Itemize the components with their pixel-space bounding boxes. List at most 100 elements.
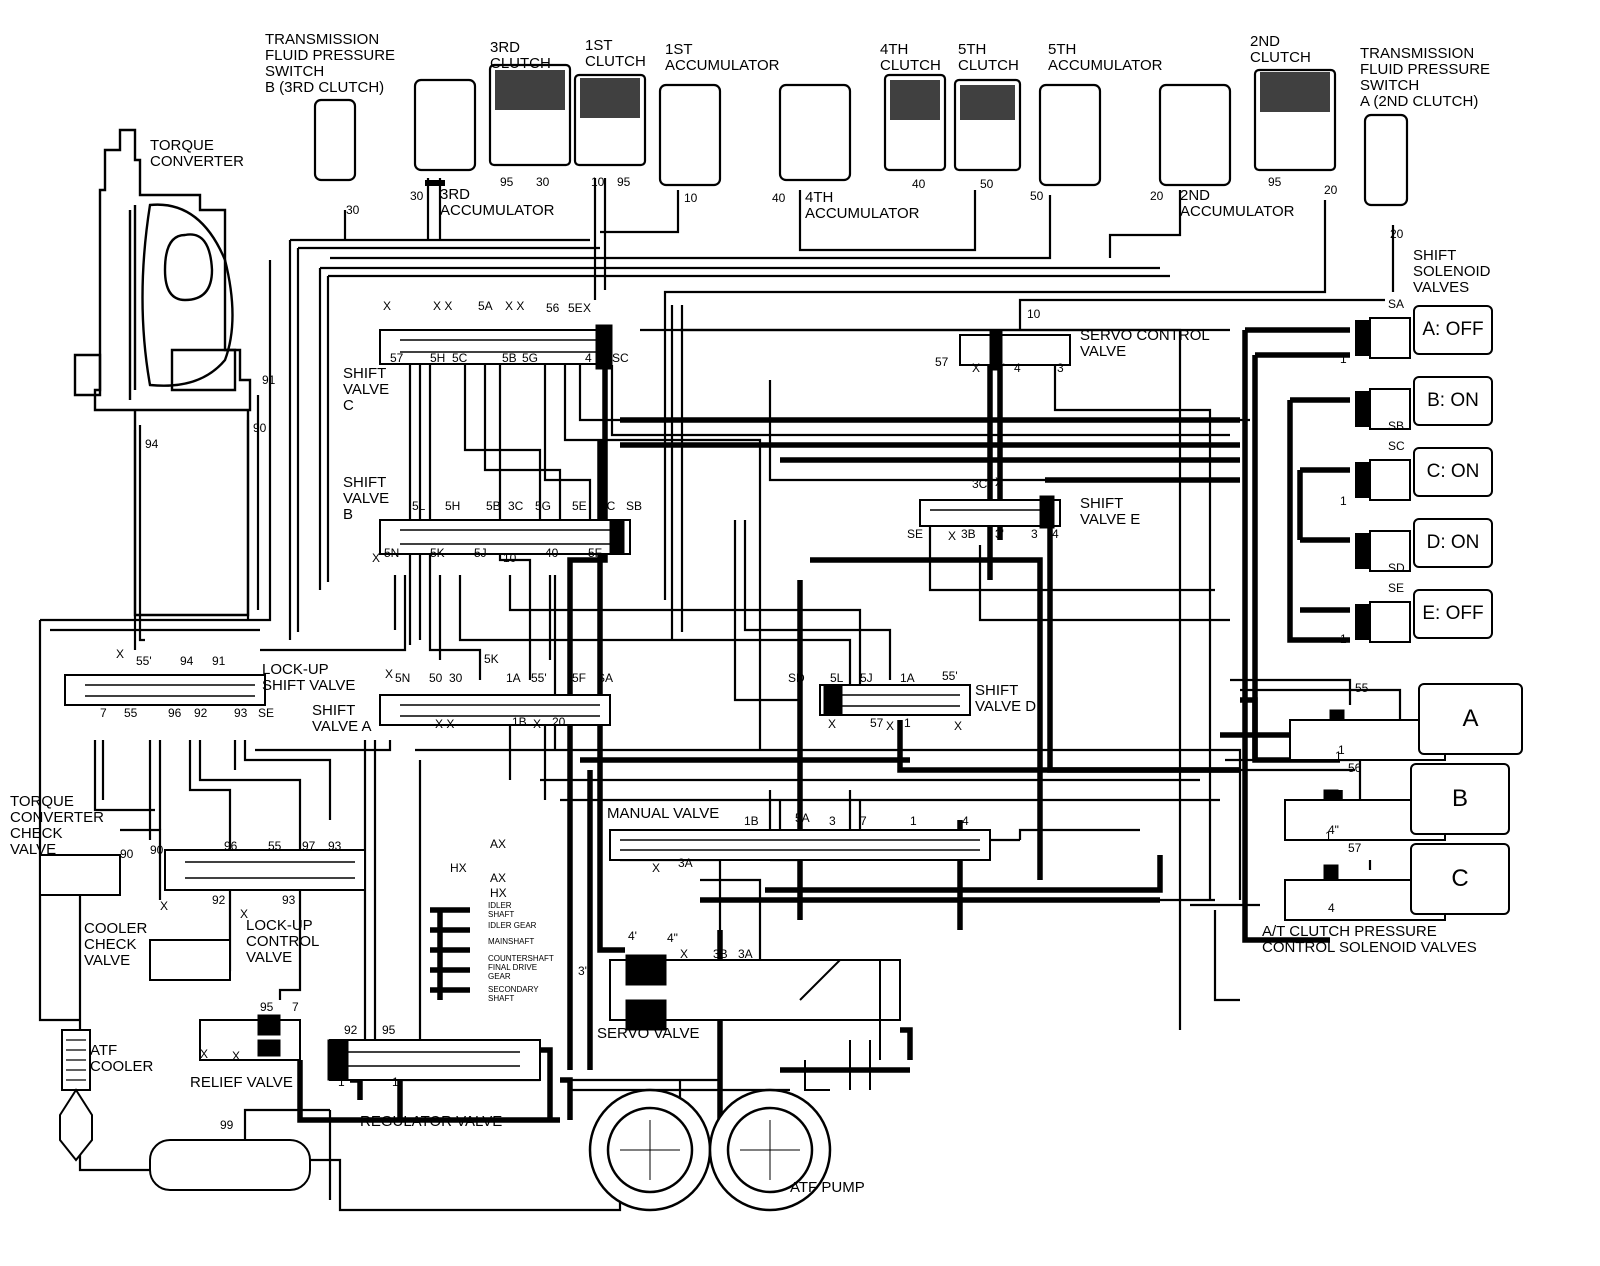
port-label: X	[240, 907, 249, 921]
port-label: X	[680, 947, 689, 961]
solenoid-d-state: D: ON	[1413, 518, 1493, 568]
port-label: 20	[1150, 189, 1164, 203]
port-label: SA	[597, 671, 614, 685]
regulator-valve-label: REGULATOR VALVE	[360, 1113, 503, 1130]
port-label: 1	[1340, 494, 1347, 508]
shift-valve-b-label: SHIFT VALVE B	[343, 474, 390, 523]
pcs-b-line: 56	[1348, 761, 1362, 775]
port-label: 90	[253, 421, 267, 435]
solenoid-c-state: C: ON	[1413, 447, 1493, 497]
port-label: 50	[1030, 189, 1044, 203]
port-label: 5F	[572, 671, 587, 685]
port-label: 3'	[578, 964, 587, 978]
port-label: 5K	[484, 652, 499, 666]
port-label: 30	[449, 671, 463, 685]
port-label: X	[972, 361, 981, 375]
port-label: 4	[1052, 527, 1059, 541]
lockup-shift-valve-label: LOCK-UP SHIFT VALVE	[262, 661, 356, 694]
port-label: 5L	[830, 671, 844, 685]
port-label: 91	[262, 373, 276, 387]
port-label: 30	[536, 175, 550, 189]
port-label: 92	[212, 893, 226, 907]
port-label: 95	[1268, 175, 1282, 189]
port-label: 99	[220, 1118, 234, 1132]
port-label: 10	[684, 191, 698, 205]
port-label: X	[372, 551, 381, 565]
port-label: 1A	[900, 671, 915, 685]
pcs-c-line: 57	[1348, 841, 1362, 855]
port-label: 40	[772, 191, 786, 205]
port-label: 90	[150, 843, 164, 857]
port-label: 20	[552, 715, 566, 729]
port-label: 7	[860, 814, 867, 828]
port-label: 4'	[996, 361, 1005, 375]
pcs-a-line: 55	[1355, 681, 1369, 695]
port-label: 3C	[972, 477, 988, 491]
shaft-label: IDLER GEAR	[488, 921, 537, 930]
port-label: SB	[626, 499, 643, 513]
pcs-b-feed: 4"	[1328, 823, 1339, 837]
shift-valve-a-label: SHIFT VALVE A	[312, 702, 372, 735]
port-label: 5F	[588, 546, 603, 560]
port-label: 3	[829, 814, 836, 828]
port-label: 4'	[628, 929, 637, 943]
cooler-check-valve-label: COOLER CHECK VALVE	[84, 920, 148, 969]
port-label: 40	[545, 546, 559, 560]
port-label: 56	[546, 301, 560, 315]
port-label: 4"	[667, 931, 678, 945]
pcs-c-feed: 4	[1328, 901, 1335, 915]
port-label: 93	[328, 839, 342, 853]
port-label: HX	[490, 886, 507, 900]
port-label: 5C	[600, 499, 616, 513]
solenoid-a-state: A: OFF	[1413, 305, 1493, 355]
port-label: 5N	[384, 546, 400, 560]
port-label: 3C	[508, 499, 524, 513]
accum-5th-label: 5TH ACCUMULATOR	[1048, 41, 1163, 74]
solenoid-b-state: B: ON	[1413, 376, 1493, 426]
port-sb: SB	[1388, 419, 1405, 433]
clutch-3rd-label: 3RD CLUTCH	[490, 39, 551, 72]
port-label: 55'	[942, 669, 958, 683]
port-label: 5B	[486, 499, 501, 513]
shaft-label: SECONDARY SHAFT	[488, 985, 539, 1003]
port-label: X	[995, 475, 1004, 489]
port-label: 5G	[522, 351, 539, 365]
port-label: 94	[145, 437, 159, 451]
port-label: 5A	[795, 811, 810, 825]
accum-4th-label: 4TH ACCUMULATOR	[805, 189, 920, 222]
port-label: 3A	[738, 947, 753, 961]
port-label: 5H	[430, 351, 446, 365]
port-label: 5H	[445, 499, 461, 513]
atf-pump-label: ATF PUMP	[790, 1179, 865, 1196]
port-label: X	[954, 719, 963, 733]
port-label: X	[652, 861, 661, 875]
port-label: X	[116, 647, 125, 661]
port-label: X	[828, 717, 837, 731]
port-label: 3A	[678, 856, 693, 870]
torque-converter-label: TORQUE CONVERTER	[150, 137, 244, 170]
port-label: X	[886, 719, 895, 733]
port-label: 1	[392, 1075, 399, 1089]
port-label: 5J	[860, 671, 873, 685]
port-label: 4	[585, 351, 592, 365]
port-sa: SA	[1388, 297, 1405, 311]
port-label: 93	[234, 706, 248, 720]
port-label: 97	[302, 839, 316, 853]
port-label: X X	[435, 717, 455, 731]
clutch-1st-label: 1ST CLUTCH	[585, 37, 646, 70]
port-label: 10	[1027, 307, 1041, 321]
port-label: 10	[591, 175, 605, 189]
port-label: X	[583, 301, 592, 315]
port-label: X	[232, 1049, 241, 1063]
port-label: X	[160, 899, 169, 913]
port-sd: SD	[1388, 561, 1405, 575]
port-se: SE	[1388, 581, 1405, 595]
port-label: AX	[490, 871, 507, 885]
port-label: 10	[503, 551, 517, 565]
port-label: 1	[338, 1075, 345, 1089]
shaft-label: MAINSHAFT	[488, 937, 535, 946]
servo-valve-label: SERVO VALVE	[597, 1025, 700, 1042]
port-label: 1B	[744, 814, 759, 828]
port-label: 5N	[395, 671, 411, 685]
